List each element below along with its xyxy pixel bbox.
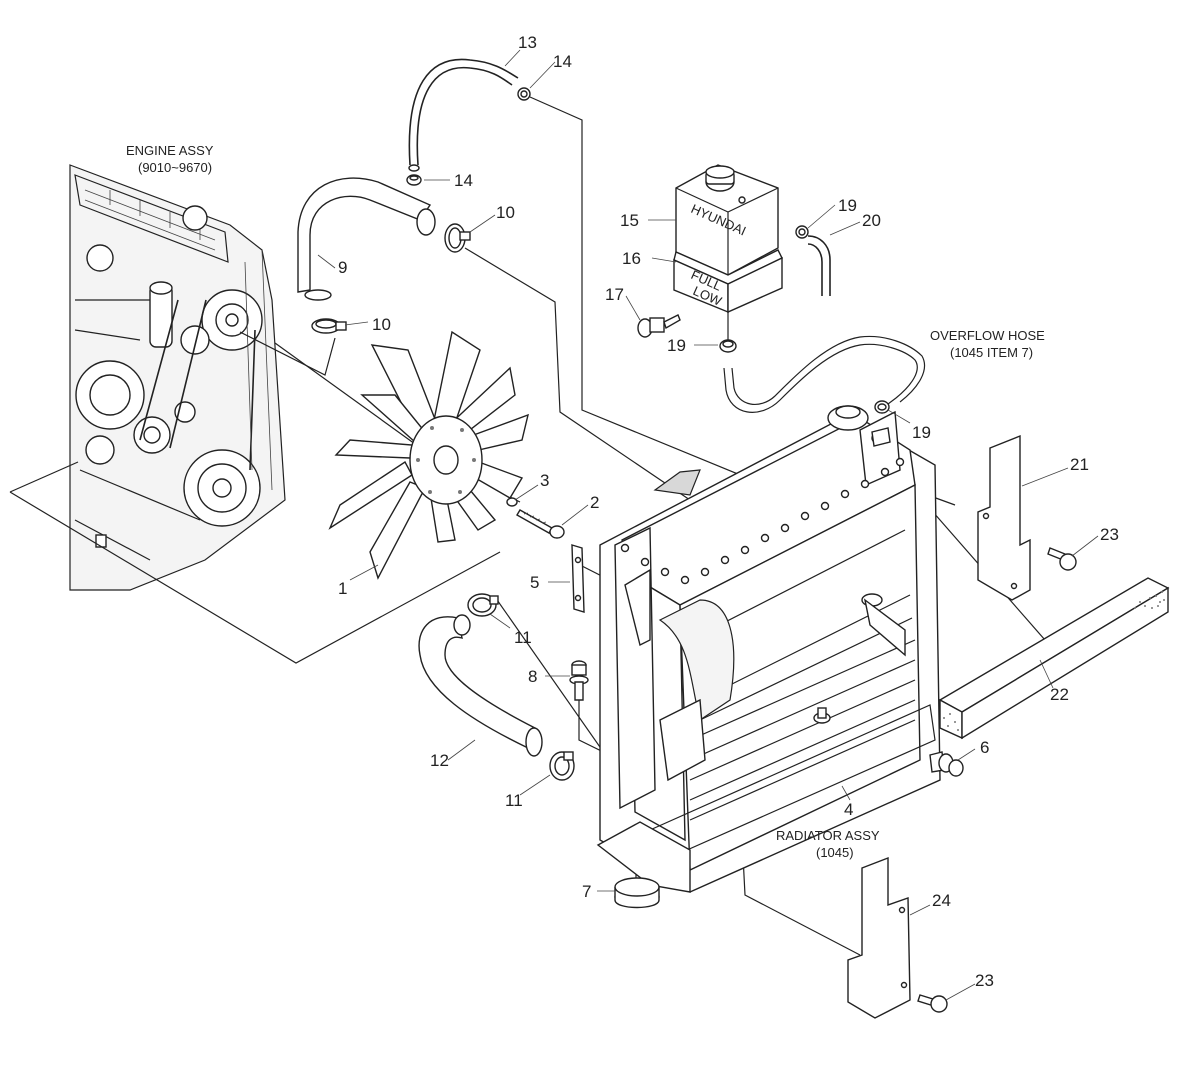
sponge-seal bbox=[938, 577, 1170, 740]
callout-11-lower: 11 bbox=[505, 791, 523, 810]
vent-hose-clamp bbox=[795, 225, 809, 239]
lower-hose-clamp-top bbox=[467, 593, 499, 617]
callout-19-radiator: 19 bbox=[912, 423, 931, 442]
callout-9: 9 bbox=[338, 258, 347, 277]
lower-hose-clamp-upper bbox=[311, 318, 347, 334]
callout-14-lower: 14 bbox=[454, 171, 473, 190]
reference-lines bbox=[9, 96, 1046, 956]
callout-1: 1 bbox=[338, 579, 347, 598]
callout-3: 3 bbox=[540, 471, 549, 490]
hose-clamp-upper bbox=[517, 87, 531, 101]
side-mounting-bolt bbox=[929, 751, 964, 777]
callout-19-tank: 19 bbox=[667, 336, 686, 355]
callout-4: 4 bbox=[844, 800, 853, 819]
upper-radiator-hose bbox=[297, 177, 436, 301]
baffle-bolt-lower bbox=[917, 994, 948, 1013]
callout-7: 7 bbox=[582, 882, 591, 901]
baffle-plate-upper bbox=[977, 434, 1031, 601]
radiator-bolt-row bbox=[620, 457, 905, 585]
upper-hose-clamp bbox=[444, 223, 471, 253]
callout-8: 8 bbox=[528, 667, 537, 686]
callout-14-upper: 14 bbox=[553, 52, 572, 71]
lower-hose-clamp-bottom bbox=[549, 751, 575, 781]
baffle-plate-lower bbox=[847, 856, 911, 1019]
callout-10-upper: 10 bbox=[496, 203, 515, 222]
coolant-reserve-tank: HYUNDAI bbox=[675, 164, 779, 276]
callout-19-vent: 19 bbox=[838, 196, 857, 215]
callout-17: 17 bbox=[605, 285, 624, 304]
callout-22: 22 bbox=[1050, 685, 1069, 704]
overflow-hose-ref: (1045 ITEM 7) bbox=[950, 345, 1033, 360]
radiator-assembly bbox=[596, 405, 941, 893]
fan-bolt bbox=[516, 509, 565, 539]
callout-23-lower: 23 bbox=[975, 971, 994, 990]
overflow-hose-caption: OVERFLOW HOSE bbox=[930, 328, 1045, 343]
radiator-assy-ref: (1045) bbox=[816, 845, 854, 860]
upper-breather-hose bbox=[408, 58, 519, 172]
mounting-plate bbox=[571, 544, 585, 613]
lower-radiator-hose bbox=[418, 614, 543, 757]
callout-24: 24 bbox=[932, 891, 951, 910]
rubber-mount bbox=[614, 877, 660, 909]
cooling-fan bbox=[328, 330, 529, 580]
callout-12: 12 bbox=[430, 751, 449, 770]
captions: ENGINE ASSY (9010~9670) OVERFLOW HOSE (1… bbox=[126, 143, 1045, 860]
overflow-hose bbox=[723, 335, 926, 413]
callout-16: 16 bbox=[622, 249, 641, 268]
overflow-clamp-radiator-side bbox=[874, 400, 890, 414]
callout-13: 13 bbox=[518, 33, 537, 52]
tank-mounting-bolt bbox=[637, 314, 681, 338]
baffle-bolt-upper bbox=[1047, 547, 1077, 571]
callout-2: 2 bbox=[590, 493, 599, 512]
hose-clamp-lower bbox=[406, 174, 422, 186]
overflow-clamp-tank-side bbox=[719, 339, 737, 353]
callout-23-upper: 23 bbox=[1100, 525, 1119, 544]
seal-texture bbox=[943, 591, 1165, 731]
callout-6: 6 bbox=[980, 738, 989, 757]
radiator-assy-caption: RADIATOR ASSY bbox=[776, 828, 880, 843]
callout-5: 5 bbox=[530, 573, 539, 592]
callout-21: 21 bbox=[1070, 455, 1089, 474]
engine-assy-caption: ENGINE ASSY bbox=[126, 143, 214, 158]
engine-assy-ref: (9010~9670) bbox=[138, 160, 212, 175]
engine-assembly bbox=[69, 164, 286, 591]
leader-lines bbox=[317, 49, 1099, 1001]
washer bbox=[506, 497, 518, 507]
tank-vent-hose bbox=[807, 235, 831, 296]
callout-11-upper: 11 bbox=[514, 628, 532, 647]
callout-10-lower: 10 bbox=[372, 315, 391, 334]
callouts: 13 14 14 10 9 10 1 3 2 5 8 11 12 11 7 4 … bbox=[338, 33, 1119, 990]
callout-15: 15 bbox=[620, 211, 639, 230]
callout-20: 20 bbox=[862, 211, 881, 230]
mounting-bolt-vertical bbox=[569, 660, 589, 701]
